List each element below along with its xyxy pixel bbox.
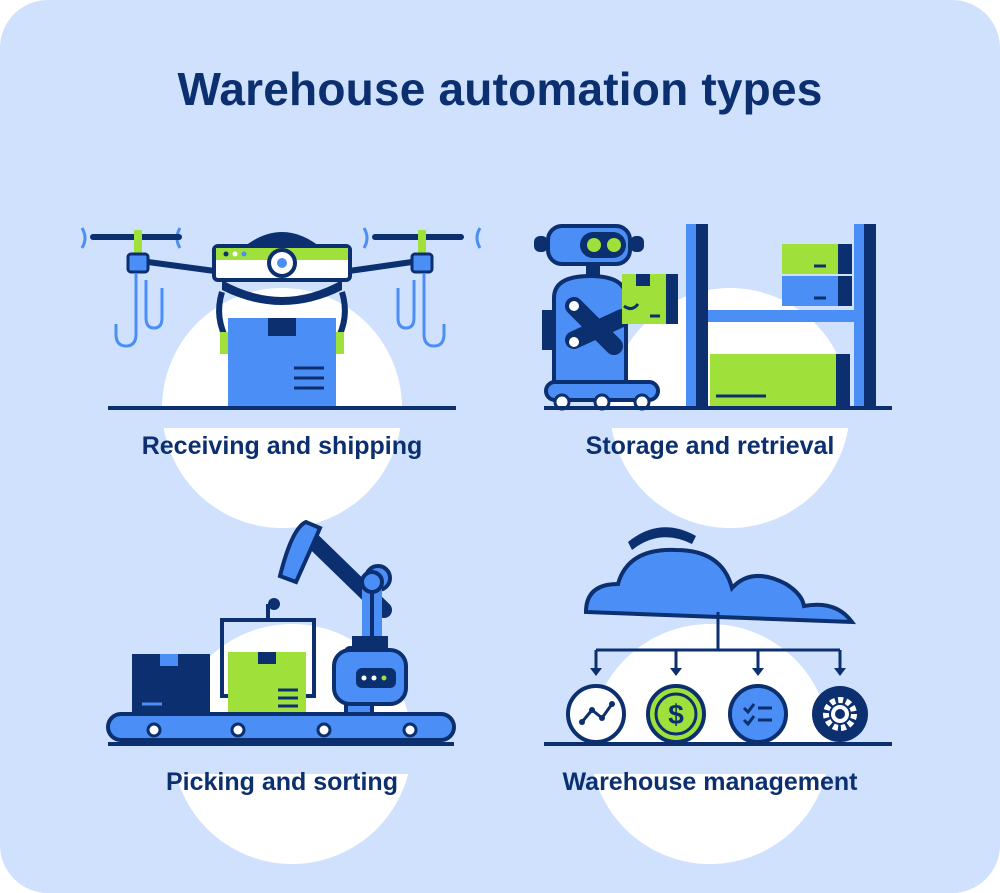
cloud-with-management-icons-illustration: $ (500, 527, 920, 864)
page-title: Warehouse automation types (177, 63, 823, 115)
drone-with-package-illustration (72, 227, 492, 528)
robot-with-shelving-illustration (500, 224, 920, 528)
label-warehouse-management: Warehouse management (562, 768, 858, 796)
panel-picking-sorting: Picking and sorting (72, 519, 492, 864)
checklist-icon (728, 684, 788, 744)
label-receiving-shipping: Receiving and shipping (141, 432, 423, 460)
label-storage-retrieval: Storage and retrieval (585, 432, 835, 460)
panel-storage-retrieval: Storage and retrieval (500, 210, 920, 528)
panel-receiving-shipping: Receiving and shipping (72, 210, 492, 528)
analytics-icon (566, 684, 626, 744)
svg-text:$: $ (668, 699, 684, 730)
cloud-icon (583, 547, 857, 625)
dollar-icon: $ (646, 684, 706, 744)
robotic-arm-conveyor-illustration (72, 519, 492, 864)
label-picking-sorting: Picking and sorting (166, 768, 398, 796)
gear-icon (812, 686, 868, 742)
panel-warehouse-management: $ Warehouse management (500, 527, 920, 864)
